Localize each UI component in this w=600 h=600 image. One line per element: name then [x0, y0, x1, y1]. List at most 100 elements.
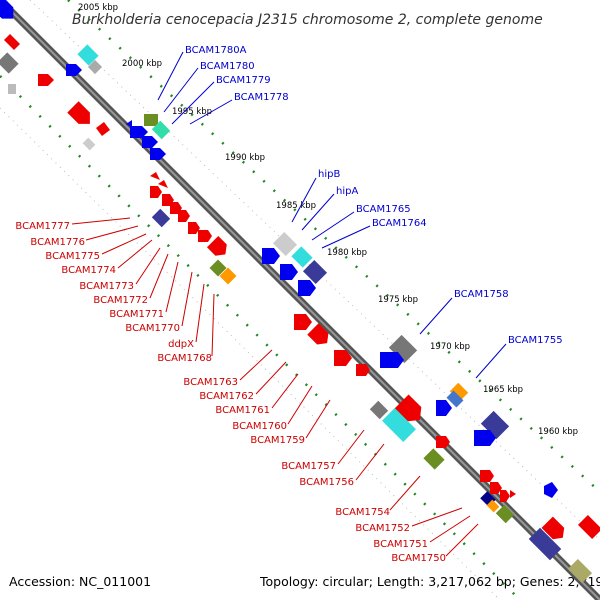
- gene-gray: [388, 334, 418, 364]
- gene-blue: [0, 0, 14, 19]
- leader-line: [181, 271, 193, 327]
- gene-navy: [528, 527, 562, 561]
- gene-olive: [209, 259, 227, 277]
- gene-blue: [544, 482, 558, 498]
- leader-line: [117, 239, 153, 269]
- outer-guide-line: [29, 0, 600, 541]
- gene-gray: [369, 400, 389, 420]
- gene-label: BCAM1759: [250, 435, 305, 446]
- gene-label: BCAM1776: [30, 237, 85, 248]
- gene-steel-blue: [446, 390, 464, 408]
- leader-line: [337, 429, 365, 465]
- accession-text: Accession: NC_011001: [9, 574, 151, 589]
- leader-line: [475, 343, 507, 379]
- leader-line: [419, 297, 453, 335]
- gene-khaki: [567, 558, 593, 584]
- gene-orange: [219, 267, 237, 285]
- leader-line: [135, 247, 161, 285]
- leader-line: [389, 475, 421, 511]
- gene-blue: [298, 280, 316, 296]
- gene-navy: [151, 208, 171, 228]
- gene-blue: [436, 400, 452, 416]
- scale-labels: 2005 kbp 2000 kbp 1995 kbp 1990 kbp 1985…: [78, 3, 578, 437]
- leader-line: [189, 99, 233, 125]
- gene-red: [510, 490, 516, 498]
- gene-cyan: [382, 408, 416, 442]
- leader-line: [287, 385, 313, 425]
- inner-guide-line: [0, 107, 501, 600]
- gene-red: [356, 364, 370, 376]
- gene-label: BCAM1775: [45, 251, 100, 262]
- kbp-label: 1960 kbp: [538, 427, 578, 437]
- gene-blue: [380, 352, 404, 368]
- top-gene-labels: BCAM1780A BCAM1780 BCAM1779 BCAM1778 hip…: [185, 45, 563, 346]
- bottom-leader-lines: [71, 217, 479, 557]
- kbp-label: 1965 kbp: [483, 385, 523, 395]
- gene-label: BCAM1774: [61, 265, 116, 276]
- genome-summary-text: Topology: circular; Length: 3,217,062 bp…: [259, 574, 600, 589]
- gene-label: BCAM1770: [125, 323, 180, 334]
- gene-red: [4, 34, 20, 50]
- leader-line: [291, 177, 317, 223]
- gene-blue: [474, 430, 496, 446]
- leader-line: [355, 443, 385, 481]
- leader-line: [171, 81, 215, 125]
- gene-red: [188, 222, 200, 234]
- leader-line: [71, 217, 131, 225]
- gene-blue: [280, 264, 298, 280]
- kbp-label: 1980 kbp: [327, 248, 367, 258]
- gene-blue: [130, 126, 148, 138]
- gene-label: BCAM1756: [299, 477, 354, 488]
- gene-label: BCAM1760: [232, 421, 287, 432]
- leader-line: [321, 225, 371, 249]
- gene-red: [67, 101, 90, 124]
- gene-navy: [302, 259, 328, 285]
- leader-line: [255, 361, 287, 395]
- leader-line: [165, 261, 179, 313]
- gene-label: BCAM1757: [281, 461, 336, 472]
- gene-orange: [449, 382, 469, 402]
- top-leader-lines: [157, 51, 507, 379]
- leader-line: [163, 67, 199, 113]
- gene-red: [294, 314, 312, 330]
- gene-blue: [150, 148, 166, 160]
- gene-label: BCAM1777: [15, 221, 70, 232]
- gene-label: BCAM1771: [109, 309, 164, 320]
- kbp-label: 1970 kbp: [430, 342, 470, 352]
- gene-red: [480, 470, 494, 482]
- gene-label: BCAM1761: [215, 405, 270, 416]
- gene-olive: [495, 504, 515, 524]
- kbp-label: 1985 kbp: [276, 201, 316, 211]
- gene-red: [307, 323, 329, 345]
- gene-teal: [151, 120, 171, 140]
- gene-label: hipA: [336, 186, 358, 197]
- gene-label: BCAM1754: [335, 507, 390, 518]
- gene-label: BCAM1755: [508, 335, 563, 346]
- gene-red: [206, 235, 227, 256]
- gene-label: BCAM1768: [157, 353, 212, 364]
- forward-genes: [0, 0, 600, 540]
- leader-line: [271, 373, 299, 409]
- gene-red: [198, 230, 212, 242]
- map-title: Burkholderia cenocepacia J2315 chromosom…: [72, 12, 543, 28]
- gene-cyan: [77, 44, 99, 66]
- gene-red: [500, 490, 510, 502]
- gene-label: BCAM1751: [373, 539, 428, 550]
- gene-cyan: [291, 246, 313, 268]
- gene-red: [490, 482, 502, 494]
- gene-olive: [423, 448, 445, 470]
- gene-label: BCAM1779: [216, 75, 271, 86]
- gene-light-gray: [8, 84, 16, 94]
- leader-line: [429, 515, 471, 543]
- gene-red: [178, 210, 190, 222]
- gene-label: BCAM1764: [372, 218, 427, 229]
- gene-label: ddpX: [168, 339, 194, 350]
- outer-tick-track: [67, 0, 600, 493]
- gene-red: [577, 514, 600, 540]
- gene-orange: [486, 499, 500, 513]
- gene-label: BCAM1772: [93, 295, 148, 306]
